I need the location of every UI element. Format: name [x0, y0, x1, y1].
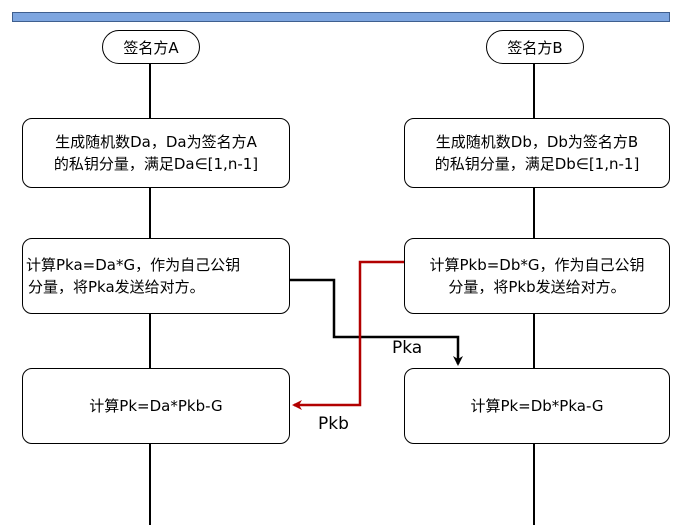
party-b-step1-line2: 的私钥分量，满足Db∈[1,n-1]: [434, 155, 640, 173]
pka-label: Pka: [392, 338, 423, 358]
party-a-step1: 生成随机数Da，Da为签名方A 的私钥分量，满足Da∈[1,n-1]: [22, 118, 290, 188]
party-b-step2: 计算Pkb=Db*G，作为自己公钥 分量，将Pkb发送给对方。: [404, 238, 670, 314]
pka-arrow: [290, 278, 463, 366]
header-bar: [12, 12, 670, 22]
party-b-step2-line1: 计算Pkb=Db*G，作为自己公钥: [429, 256, 645, 274]
party-a-step2-line2: 分量，将Pka发送给对方。: [28, 278, 205, 296]
party-b-step3: 计算Pk=Db*Pka-G: [404, 368, 670, 444]
party-b-step3-text: 计算Pk=Db*Pka-G: [470, 397, 604, 415]
party-b-step1: 生成随机数Db，Db为签名方B 的私钥分量，满足Db∈[1,n-1]: [404, 118, 670, 188]
party-b-step2-line2: 分量，将Pkb发送给对方。: [448, 278, 626, 296]
party-a-step2-line1: 计算Pka=Da*G，作为自己公钥: [26, 256, 241, 274]
party-a-step3-text: 计算Pk=Da*Pkb-G: [89, 397, 223, 415]
party-b-step1-line1: 生成随机数Db，Db为签名方B: [435, 133, 639, 151]
party-a-step1-line1: 生成随机数Da，Da为签名方A: [55, 133, 257, 151]
party-b-title-text: 签名方B: [507, 38, 563, 57]
pkb-label: Pkb: [318, 414, 349, 434]
party-b-title: 签名方B: [486, 30, 584, 64]
party-a-step3: 计算Pk=Da*Pkb-G: [22, 368, 290, 444]
party-a-step2: 计算Pka=Da*G，作为自己公钥 分量，将Pka发送给对方。: [22, 238, 290, 314]
party-a-title: 签名方A: [102, 30, 200, 64]
party-a-title-text: 签名方A: [123, 38, 179, 57]
party-a-step1-line2: 的私钥分量，满足Da∈[1,n-1]: [53, 155, 259, 173]
pkb-arrow: [292, 260, 406, 410]
